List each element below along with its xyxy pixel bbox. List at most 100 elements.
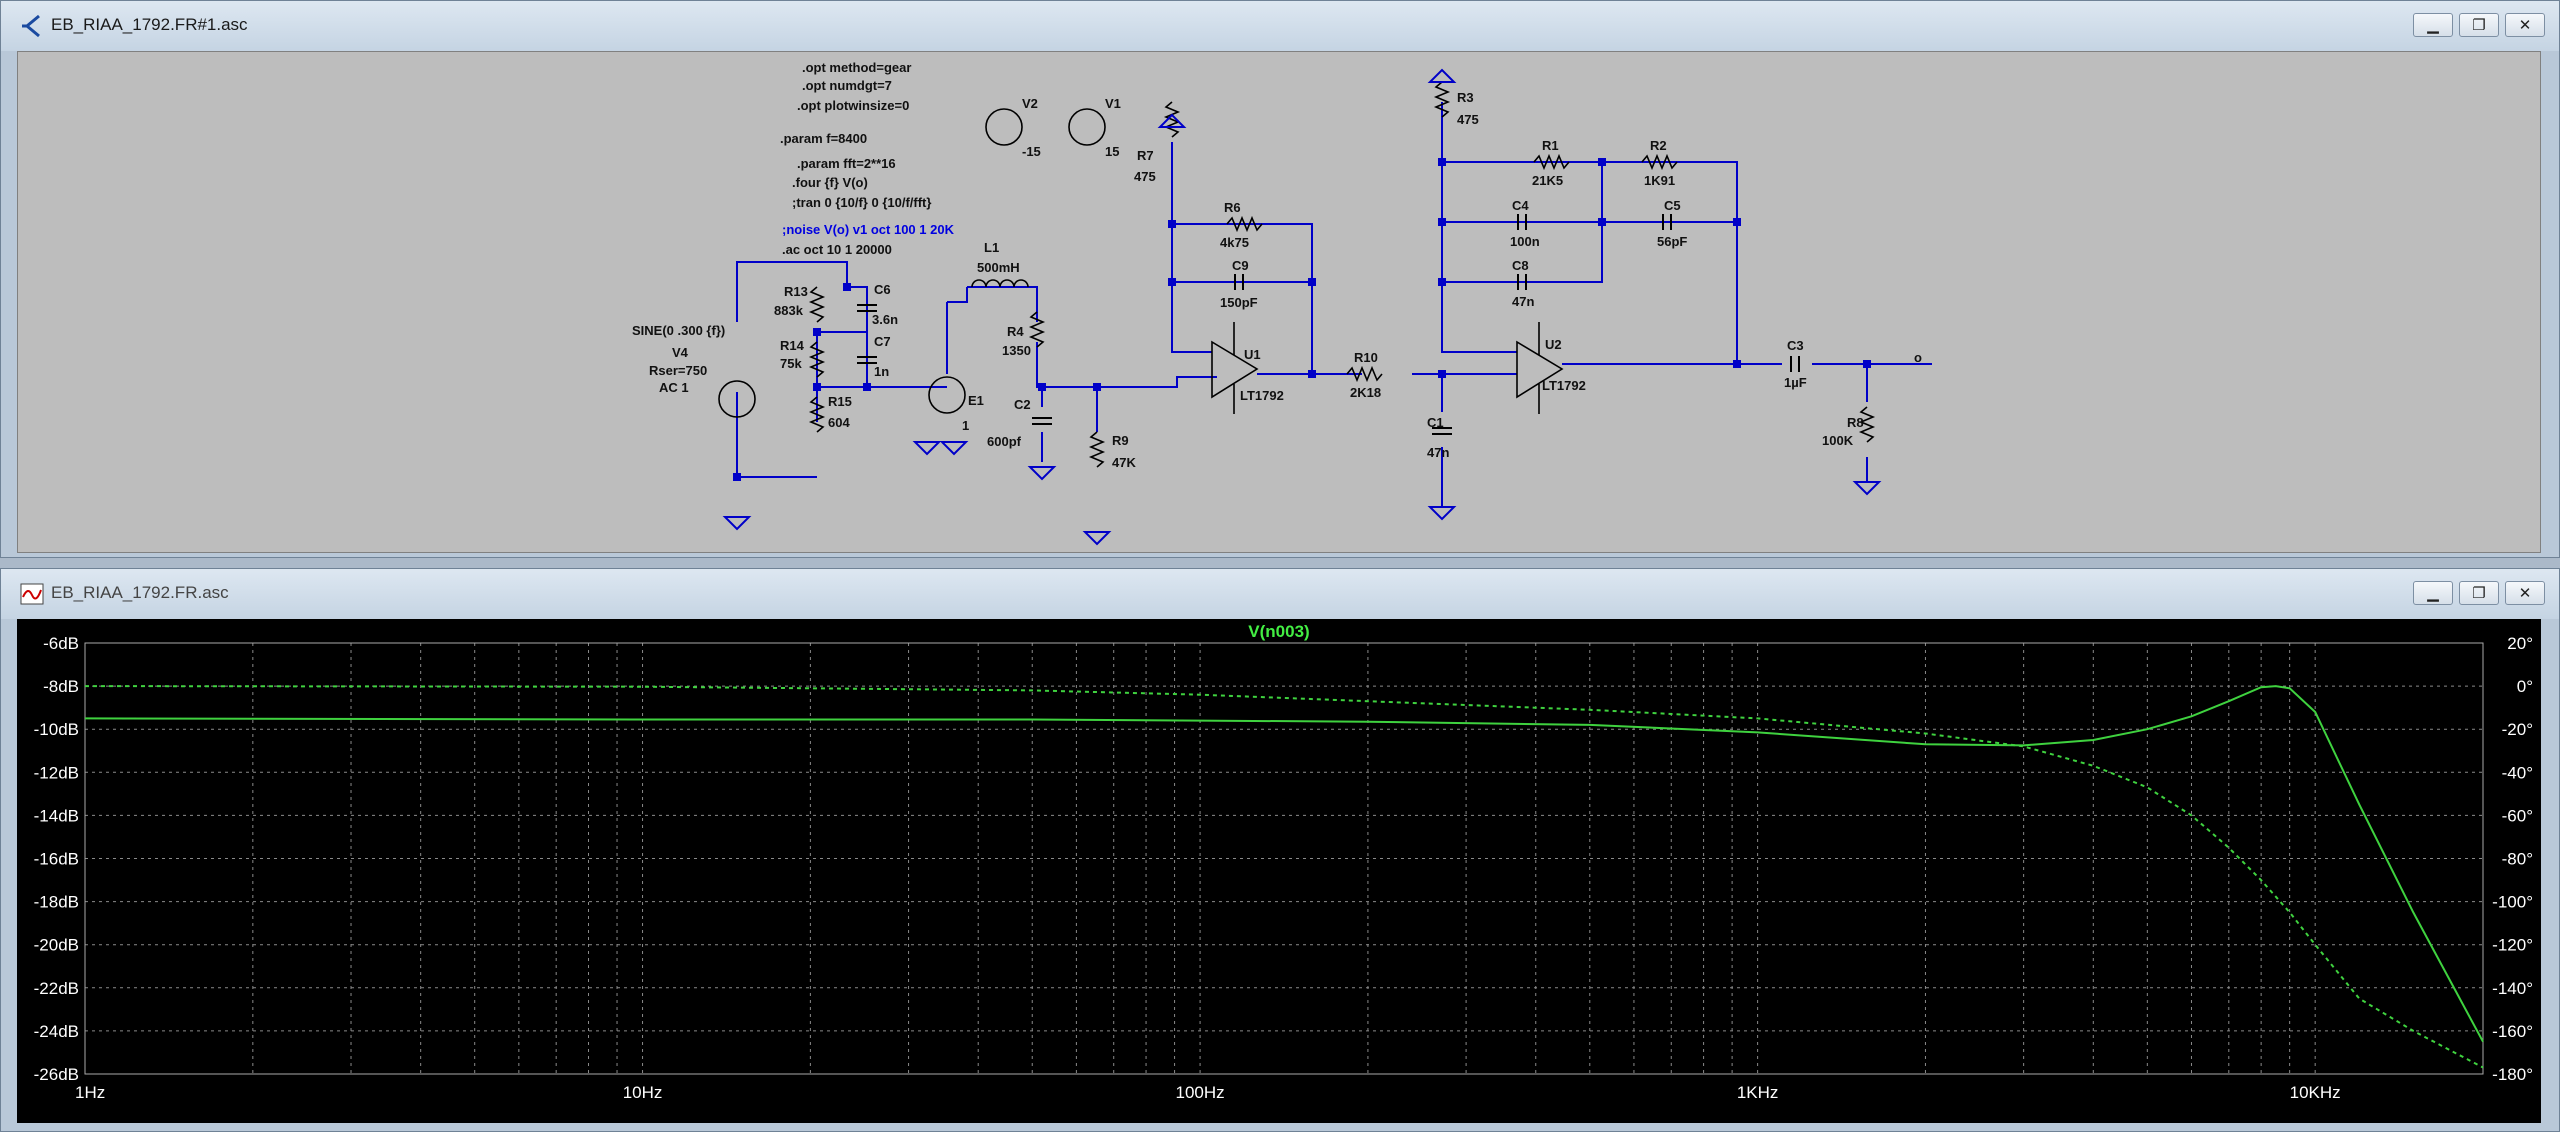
- schematic-window-title: EB_RIAA_1792.FR#1.asc: [51, 15, 248, 34]
- label-c4: C4: [1512, 198, 1529, 213]
- schematic-titlebar[interactable]: EB_RIAA_1792.FR#1.asc ▁ ❐ ✕: [1, 1, 2559, 51]
- value-c8: 47n: [1512, 294, 1534, 309]
- label-r15: R15: [828, 394, 852, 409]
- label-r3: R3: [1457, 90, 1474, 105]
- y-right-tick-label: -20°: [2502, 720, 2533, 739]
- label-r7: R7: [1137, 148, 1154, 163]
- value-c4: 100n: [1510, 234, 1540, 249]
- voltage-sources: [718, 108, 1106, 418]
- y-left-tick-label: -14dB: [34, 806, 79, 825]
- maximize-button[interactable]: ❐: [2459, 13, 2499, 37]
- maximize-button[interactable]: ❐: [2459, 581, 2499, 605]
- inductor-l1: [971, 279, 1029, 288]
- plot-window[interactable]: EB_RIAA_1792.FR.asc ▁ ❐ ✕ -6dB -8dB -10dB -…: [0, 568, 2560, 1132]
- value-r10: 2K18: [1350, 385, 1381, 400]
- y-left-tick-label: -18dB: [34, 893, 79, 912]
- value-c2: 600pf: [987, 434, 1022, 449]
- label-c8: C8: [1512, 258, 1529, 273]
- label-r4: R4: [1007, 324, 1024, 339]
- label-c9: C9: [1232, 258, 1249, 273]
- frequency-response-plot[interactable]: -6dB-8dB-10dB-12dB-14dB-16dB-18dB-20dB-2…: [17, 619, 2541, 1123]
- close-button[interactable]: ✕: [2505, 13, 2545, 37]
- value-c7: 1n: [874, 364, 889, 379]
- label-c2: C2: [1014, 397, 1031, 412]
- directive-text: .four {f} V(o): [792, 175, 868, 190]
- schematic-drawing[interactable]: .opt method=gear .opt numdgt=7 .opt plot…: [18, 52, 2540, 552]
- directive-text: .opt method=gear: [802, 60, 911, 75]
- label-c7: C7: [874, 334, 891, 349]
- x-tick-label: 100Hz: [1176, 1083, 1225, 1102]
- capacitors: [857, 214, 1800, 435]
- label-c1: C1: [1427, 415, 1444, 430]
- y-right-tick-label: -140°: [2492, 979, 2533, 998]
- plot-titlebar[interactable]: EB_RIAA_1792.FR.asc ▁ ❐ ✕: [1, 569, 2559, 619]
- waveform-icon: [20, 583, 44, 605]
- label-v1: V1: [1105, 96, 1121, 111]
- label-r13: R13: [784, 284, 808, 299]
- value-u1: LT1792: [1240, 388, 1284, 403]
- close-icon: ✕: [2518, 585, 2532, 602]
- label-r6: R6: [1224, 200, 1241, 215]
- label-r14: R14: [780, 338, 805, 353]
- y-left-tick-label: -22dB: [34, 979, 79, 998]
- value-r14: 75k: [780, 356, 802, 371]
- value-r9: 47K: [1112, 455, 1136, 470]
- plot-window-title: EB_RIAA_1792.FR.asc: [51, 583, 229, 602]
- minimize-button[interactable]: ▁: [2413, 581, 2453, 605]
- restore-icon: ❐: [2472, 17, 2486, 34]
- value-r13: 883k: [774, 303, 804, 318]
- y-right-tick-label: -160°: [2492, 1022, 2533, 1041]
- y-left-tick-label: -12dB: [34, 763, 79, 782]
- label-r9: R9: [1112, 433, 1129, 448]
- source-v4: SINE(0 .300 {f}): [632, 323, 725, 338]
- y-left-tick-label: -16dB: [34, 850, 79, 869]
- y-left-tick-label: -10dB: [34, 720, 79, 739]
- y-right-tick-label: -40°: [2502, 763, 2533, 782]
- x-tick-label: 10KHz: [2290, 1083, 2341, 1102]
- y-right-tick-label: -100°: [2492, 893, 2533, 912]
- label-c5: C5: [1664, 198, 1681, 213]
- phase-trace: [84, 685, 2484, 1069]
- value-r2: 1K91: [1644, 173, 1675, 188]
- label-c3: C3: [1787, 338, 1804, 353]
- minimize-button[interactable]: ▁: [2413, 13, 2453, 37]
- label-r8: R8: [1847, 415, 1864, 430]
- ground-symbols: [722, 68, 1882, 546]
- x-tick-label: 1KHz: [1737, 1083, 1779, 1102]
- y-left-tick-label: -8dB: [43, 677, 79, 696]
- wires: [736, 102, 1932, 507]
- minimize-icon: ▁: [2427, 585, 2439, 602]
- restore-icon: ❐: [2472, 585, 2486, 602]
- resistors: [808, 81, 1876, 468]
- value-r6: 4k75: [1220, 235, 1249, 250]
- y-left-tick-label: -26dB: [34, 1065, 79, 1084]
- value-c5: 56pF: [1657, 234, 1687, 249]
- y-right-tick-label: -80°: [2502, 850, 2533, 869]
- schematic-window[interactable]: EB_RIAA_1792.FR#1.asc ▁ ❐ ✕: [0, 0, 2560, 558]
- directive-text: .opt plotwinsize=0: [797, 98, 909, 113]
- plot-pane[interactable]: -6dB-8dB-10dB-12dB-14dB-16dB-18dB-20dB-2…: [17, 619, 2541, 1123]
- close-button[interactable]: ✕: [2505, 581, 2545, 605]
- directive-comment: ;noise V(o) v1 oct 100 1 20K: [782, 222, 955, 237]
- opamps: [1211, 322, 1564, 414]
- schematic-canvas[interactable]: .opt method=gear .opt numdgt=7 .opt plot…: [17, 51, 2541, 553]
- ac-v4: AC 1: [659, 380, 689, 395]
- y-left-tick-label: -24dB: [34, 1022, 79, 1041]
- value-r3: 475: [1457, 112, 1479, 127]
- junctions: [733, 158, 1871, 481]
- value-r7: 475: [1134, 169, 1156, 184]
- traces: [84, 685, 2484, 1069]
- label-r10: R10: [1354, 350, 1378, 365]
- y-left-tick-label: -6dB: [43, 634, 79, 653]
- label-u1: U1: [1244, 347, 1261, 362]
- trace-title[interactable]: V(n003): [1248, 622, 1309, 641]
- value-c9: 150pF: [1220, 295, 1258, 310]
- label-u2: U2: [1545, 337, 1562, 352]
- value-v1: 15: [1105, 144, 1119, 159]
- label-r1: R1: [1542, 138, 1559, 153]
- right-axis-labels: 20°0°-20°-40°-60°-80°-100°-120°-140°-160…: [2492, 634, 2533, 1084]
- value-e1: 1: [962, 418, 969, 433]
- directive-text: .param f=8400: [780, 131, 867, 146]
- label-l1: L1: [984, 240, 999, 255]
